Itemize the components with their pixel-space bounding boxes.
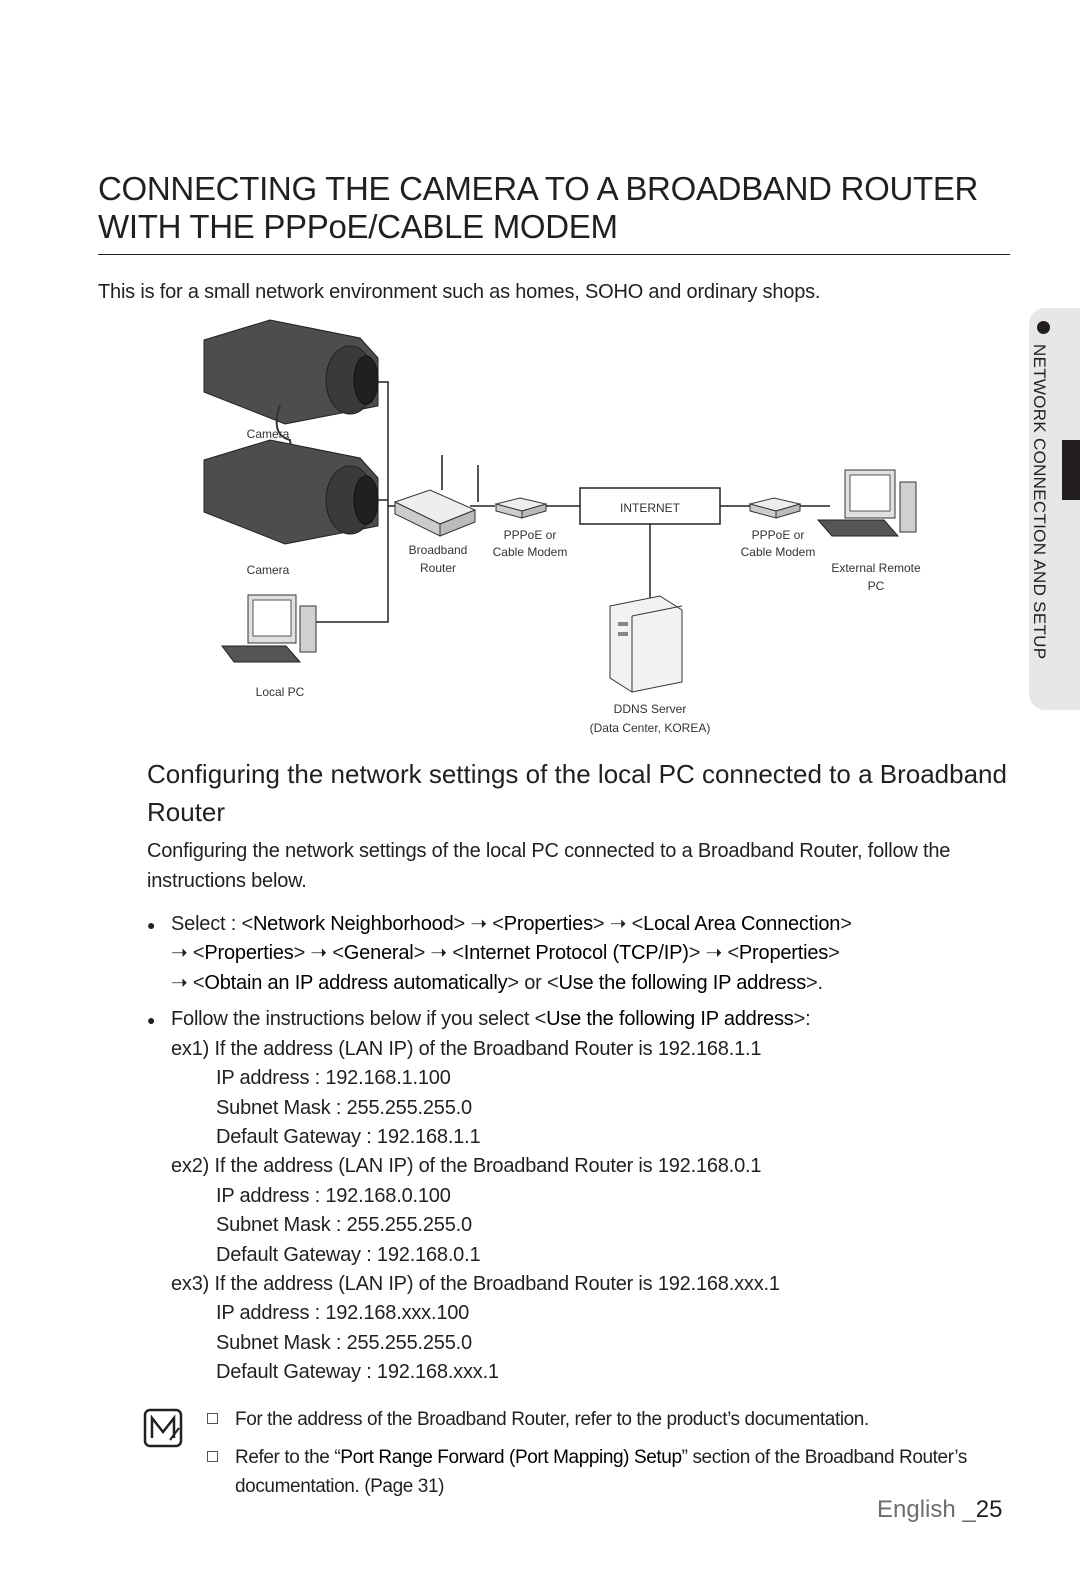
text-run: > ➝ < [453, 913, 504, 935]
footer-language: English _ [877, 1496, 976, 1523]
text-run: ➝ < [171, 942, 205, 964]
text-run: Select : < [171, 913, 253, 935]
section-title: Configuring the network settings of the … [147, 759, 1007, 827]
text-run: > ➝ < [293, 942, 344, 964]
text-run: Follow the instructions below if you sel… [171, 1008, 547, 1030]
modem2-label-1: PPPoE or [752, 528, 805, 542]
bullet1-line3: ➝ <Obtain an IP address automatically> o… [171, 968, 823, 998]
example-ip: IP address : 192.168.1.100 [216, 1067, 451, 1089]
menu-path-item: Obtain an IP address automatically [204, 972, 508, 994]
text-run: >. [806, 972, 823, 994]
note-reference: Port Range Forward (Port Mapping) Setup [340, 1447, 682, 1468]
bullet2-line: Follow the instructions below if you sel… [171, 1004, 811, 1034]
text-run: ➝ < [171, 972, 205, 994]
example-heading: ex3) If the address (LAN IP) of the Broa… [171, 1273, 780, 1295]
example-mask: Subnet Mask : 255.255.255.0 [216, 1332, 472, 1354]
example-heading: ex2) If the address (LAN IP) of the Broa… [171, 1155, 762, 1177]
text-run: > [840, 913, 852, 935]
text-run: Refer to the “ [235, 1447, 341, 1468]
bullet1-line2: ➝ <Properties> ➝ <General> ➝ <Internet P… [171, 938, 840, 968]
modem-icon [748, 497, 802, 519]
text-run: >: [793, 1008, 811, 1030]
example-gateway: Default Gateway : 192.168.xxx.1 [216, 1361, 499, 1383]
menu-path-item: Use the following IP address [546, 1008, 794, 1030]
text-run: > ➝ < [592, 913, 644, 935]
note-2: Refer to the “Port Range Forward (Port M… [235, 1443, 967, 1472]
note-2-cont: documentation. (Page 31) [235, 1476, 445, 1497]
chapter-tab-label: NETWORK CONNECTION AND SETUP [1030, 344, 1049, 660]
modem2-label-2: Cable Modem [741, 545, 816, 559]
note-bullet [207, 1451, 218, 1462]
remote-pc-label-1: External Remote [831, 561, 921, 575]
text-run: > ➝ < [688, 942, 739, 964]
title-divider [98, 254, 1010, 255]
note-bullet [207, 1413, 218, 1424]
menu-path-item: Internet Protocol (TCP/IP) [463, 942, 689, 964]
modem1-label-1: PPPoE or [504, 528, 557, 542]
camera2-label: Camera [247, 563, 290, 577]
router-label-1: Broadband [409, 543, 468, 557]
page-number: 25 [975, 1496, 1003, 1523]
modem-icon [494, 497, 548, 519]
remote-pc-icon [816, 469, 917, 537]
local-pc-label: Local PC [256, 685, 305, 699]
ddns-label-2: (Data Center, KOREA) [590, 721, 711, 735]
bullet-marker: ● [147, 1012, 156, 1028]
page-footer: English _25 [877, 1496, 1002, 1524]
internet-box [579, 487, 721, 525]
menu-path-item: Use the following IP address [558, 972, 806, 994]
network-diagram: Camera Camera Local PC Broadband Router … [203, 319, 921, 735]
example-gateway: Default Gateway : 192.168.1.1 [216, 1126, 481, 1148]
bullet-marker: ● [147, 917, 156, 933]
note-1: For the address of the Broadband Router,… [235, 1409, 869, 1430]
internet-label: INTERNET [620, 501, 681, 515]
local-pc-icon [221, 594, 317, 663]
menu-path-item: Properties [204, 942, 294, 964]
ddns-label-1: DDNS Server [614, 702, 687, 716]
example-heading: ex1) If the address (LAN IP) of the Broa… [171, 1038, 762, 1060]
menu-path-item: Properties [738, 942, 829, 964]
camera1-label: Camera [247, 427, 290, 441]
chapter-tab [1029, 308, 1080, 710]
modem1-label-2: Cable Modem [493, 545, 568, 559]
router-icon [393, 455, 479, 537]
example-ip: IP address : 192.168.0.100 [216, 1185, 451, 1207]
menu-path-item: Network Neighborhood [252, 913, 454, 935]
menu-path-item: Properties [503, 913, 593, 935]
example-ip: IP address : 192.168.xxx.100 [216, 1302, 470, 1324]
text-run: > [828, 942, 840, 964]
text-run: ” section of the Broadband Router’s [681, 1447, 968, 1468]
menu-path-item: General [343, 942, 414, 964]
chapter-bullet [1037, 321, 1050, 334]
bullet1-line1: Select : <Network Neighborhood> ➝ <Prope… [171, 909, 852, 939]
camera-icon [203, 319, 379, 456]
note-icon [143, 1408, 183, 1448]
camera-icon [203, 439, 379, 545]
intro-text: This is for a small network environment … [98, 281, 821, 303]
remote-pc-label-2: PC [868, 579, 885, 593]
example-mask: Subnet Mask : 255.255.255.0 [216, 1214, 472, 1236]
chapter-tab-marker [1062, 440, 1080, 500]
text-run: > ➝ < [413, 942, 464, 964]
ddns-server-icon [609, 595, 683, 693]
text-run: > or < [507, 972, 559, 994]
example-gateway: Default Gateway : 192.168.0.1 [216, 1244, 481, 1266]
section-intro: Configuring the network settings of the … [147, 840, 951, 892]
router-label-2: Router [420, 561, 456, 575]
example-mask: Subnet Mask : 255.255.255.0 [216, 1097, 472, 1119]
menu-path-item: Local Area Connection [643, 913, 841, 935]
page-title: CONNECTING THE CAMERA TO A BROADBAND ROU… [98, 170, 979, 245]
